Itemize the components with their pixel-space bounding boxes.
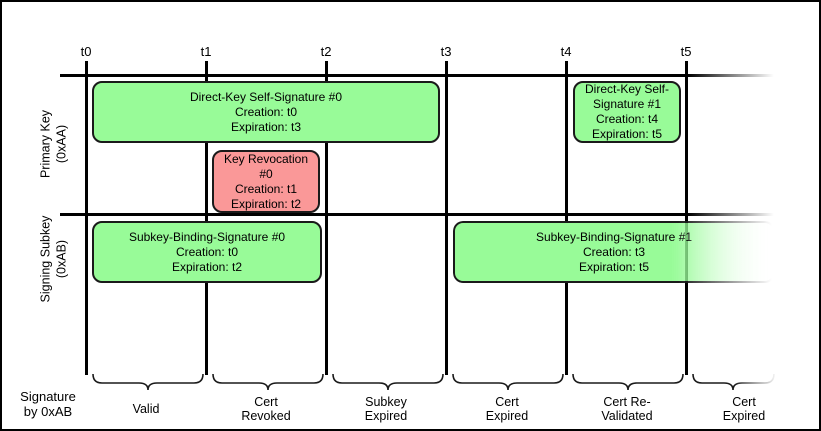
timeline-gridline-t5: [685, 61, 688, 375]
box-title: Key Revocation #0: [223, 151, 309, 181]
tick-label-t4: t4: [560, 44, 572, 59]
brace-cert-revoked: [212, 373, 324, 391]
brace-cert-revalidated: [572, 373, 684, 391]
timeline-gridline-t3: [445, 61, 448, 375]
box-expiration: Expiration: t5: [578, 259, 650, 274]
row-label-primary-key: Primary Key (0xAA): [38, 110, 69, 178]
primary-key-row-line: [60, 74, 774, 77]
box-direct-key-self-signature-1: Direct-Key Self-Signature #1 Creation: t…: [573, 81, 681, 143]
brace-subkey-expired: [332, 373, 444, 391]
brace-valid: [92, 373, 204, 391]
box-expiration: Expiration: t2: [171, 259, 243, 274]
box-expiration: Expiration: t3: [230, 119, 302, 134]
row-label-primary-key-line2: (0xAA): [54, 124, 68, 164]
segment-label-cert-expired-1: Cert Expired: [485, 395, 529, 423]
box-title: Subkey-Binding-Signature #0: [128, 229, 286, 244]
brace-cert-expired-2: [692, 373, 775, 391]
tick-label-t0: t0: [80, 44, 92, 59]
box-creation: Creation: t0: [234, 104, 298, 119]
box-subkey-binding-signature-1: Subkey-Binding-Signature #1 Creation: t3…: [453, 221, 775, 283]
tick-label-t3: t3: [440, 44, 452, 59]
timeline-gridline-t2: [325, 61, 328, 375]
timeline-gridline-t4: [565, 61, 568, 375]
brace-cert-expired-1: [452, 373, 564, 391]
segment-label-valid: Valid: [132, 402, 160, 416]
box-creation: Creation: t4: [595, 112, 659, 126]
box-key-revocation-0: Key Revocation #0 Creation: t1 Expiratio…: [212, 150, 320, 213]
row-label-signing-subkey-line2: (0xAB): [54, 239, 68, 279]
row-label-primary-key-line1: Primary Key: [38, 109, 53, 179]
segment-label-subkey-expired: Subkey Expired: [364, 395, 408, 423]
signing-subkey-row-line: [60, 213, 774, 216]
box-expiration: Expiration: t5: [591, 127, 663, 141]
box-direct-key-self-signature-0: Direct-Key Self-Signature #0 Creation: t…: [92, 81, 440, 143]
box-creation: Creation: t1: [234, 181, 298, 196]
axis-label-line2: by 0xAB: [23, 404, 73, 419]
box-creation: Creation: t3: [582, 244, 646, 259]
timeline-gridline-t0: [85, 61, 88, 375]
box-title: Direct-Key Self-Signature #0: [189, 89, 343, 104]
box-subkey-binding-signature-0: Subkey-Binding-Signature #0 Creation: t0…: [92, 221, 322, 283]
segment-label-cert-expired-2: Cert Expired: [722, 395, 766, 423]
axis-label-line1: Signature: [20, 389, 76, 404]
segment-label-cert-revoked: Cert Revoked: [241, 395, 291, 423]
box-expiration: Expiration: t2: [230, 196, 302, 211]
axis-label-signature-by-0xab: Signature by 0xAB: [4, 389, 92, 419]
box-title: Subkey-Binding-Signature #1: [535, 229, 693, 244]
tick-label-t1: t1: [200, 44, 212, 59]
row-label-signing-subkey-line1: Signing Subkey: [38, 215, 53, 303]
tick-label-t5: t5: [680, 44, 692, 59]
box-creation: Creation: t0: [175, 244, 239, 259]
row-label-signing-subkey: Signing Subkey (0xAB): [38, 216, 69, 303]
timeline-gridline-t1: [205, 61, 208, 375]
box-title: Direct-Key Self-Signature #1: [584, 82, 670, 111]
segment-label-cert-revalidated: Cert Re-Validated: [601, 395, 653, 423]
tick-label-t2: t2: [320, 44, 332, 59]
